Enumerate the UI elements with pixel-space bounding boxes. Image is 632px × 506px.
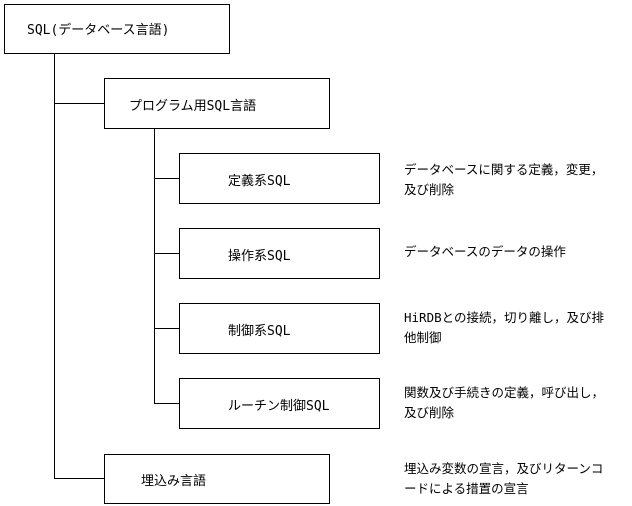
definition-desc-line-1: データベースに関する定義，変更， [404,162,604,177]
definition-sql-description: データベースに関する定義，変更， 及び削除 [404,160,603,200]
routine-desc-line-1: 関数及び手続きの定義，呼び出し， [404,385,605,400]
branch-line-embedded [54,478,105,479]
routine-control-sql-description: 関数及び手続きの定義，呼び出し， 及び削除 [404,383,604,423]
branch-line-operation [154,253,180,254]
branch-line-definition [154,178,180,179]
embedded-language-box: 埋込み言語 [104,454,330,504]
operation-sql-box: 操作系SQL [179,228,380,279]
definition-sql-label: 定義系SQL [228,174,291,189]
root-trunk-line [54,53,55,478]
embedded-language-label: 埋込み言語 [141,474,207,489]
embedded-desc-line-2: ードによる措置の宣言 [404,481,529,496]
branch-line-program-sql [54,103,105,104]
embedded-desc-line-1: 埋込み変数の宣言，及びリターンコ [404,461,604,476]
control-desc-line-1: HiRDBとの接続，切り離し，及び排 [404,310,605,325]
control-sql-label: 制御系SQL [228,324,291,339]
program-sql-box: プログラム用SQL言語 [104,78,330,129]
definition-desc-line-2: 及び削除 [404,182,455,197]
routine-desc-line-2: 及び削除 [404,405,455,420]
control-desc-line-2: 他制御 [404,330,442,345]
branch-line-routine [154,403,180,404]
control-sql-box: 制御系SQL [179,303,380,354]
operation-desc-line-1: データベースのデータの操作 [404,244,566,259]
root-box: SQL(データベース言語) [4,4,230,54]
control-sql-description: HiRDBとの接続，切り離し，及び排 他制御 [404,308,604,348]
definition-sql-box: 定義系SQL [179,153,380,204]
operation-sql-label: 操作系SQL [228,249,291,264]
operation-sql-description: データベースのデータの操作 [404,242,566,262]
branch-line-control [154,328,180,329]
routine-control-sql-label: ルーチン制御SQL [228,399,330,414]
embedded-language-description: 埋込み変数の宣言，及びリターンコ ードによる措置の宣言 [404,459,603,499]
root-label: SQL(データベース言語) [27,23,170,38]
program-sql-trunk-line [154,128,155,403]
program-sql-label: プログラム用SQL言語 [129,99,257,114]
routine-control-sql-box: ルーチン制御SQL [179,378,380,429]
